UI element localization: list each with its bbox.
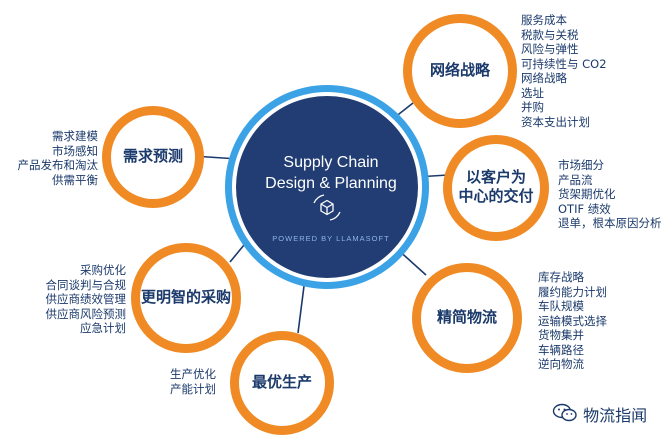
list-item: 车辆路径 <box>538 342 584 357</box>
node-customer-label-line2: 中心的交付 <box>458 187 534 205</box>
node-customer <box>443 135 549 241</box>
node-demand <box>102 106 204 208</box>
cube-icon <box>313 194 341 221</box>
list-item: 车队规模 <box>538 299 584 313</box>
list-item: 逆向物流 <box>538 357 584 371</box>
list-item: 市场感知 <box>52 143 98 158</box>
list-item: 需求建模 <box>52 129 98 143</box>
list-item: 产品流 <box>558 172 593 187</box>
node-logistics-label: 精简物流 <box>436 308 497 326</box>
watermark: 物流指闻 <box>552 403 668 427</box>
node-customer-label: 以客户为 中心的交付 <box>446 168 546 206</box>
node-network-label: 网络战略 <box>429 61 490 79</box>
list-item: 资本支出计划 <box>521 114 590 129</box>
list-item: 风险与弹性 <box>521 42 579 56</box>
wechat-icon <box>552 403 578 430</box>
node-logistics <box>412 263 522 373</box>
list-item: 应急计划 <box>80 321 126 335</box>
list-item: OTIF 绩效 <box>558 201 611 216</box>
list-item: 履约能力计划 <box>538 284 607 299</box>
list-item: 采购优化 <box>80 263 126 277</box>
center-title-line2: Design & Planning <box>265 175 397 192</box>
customer-items: 市场细分 产品流 货架期优化 OTIF 绩效 退单，根本原因分析 <box>558 158 662 231</box>
list-item: 货物集并 <box>538 328 584 342</box>
procurement-items: 采购优化 合同谈判与合规 供应商绩效管理 供应商风险预测 应急计划 <box>20 263 127 336</box>
node-procurement <box>131 243 241 353</box>
center-title-line1: Supply Chain <box>283 154 379 171</box>
list-item: 税款与关税 <box>521 27 579 42</box>
list-item: 退单，根本原因分析 <box>558 216 662 230</box>
connector-production <box>297 285 305 334</box>
list-item: 并购 <box>521 100 544 114</box>
node-production-label: 最优生产 <box>251 373 312 391</box>
list-item: 可持续性与 CO2 <box>521 56 607 71</box>
list-item: 选址 <box>521 85 544 100</box>
connector-procurement <box>229 244 245 263</box>
center-subtitle: POWERED BY LLAMASOFT <box>272 234 390 243</box>
list-item: 供应商绩效管理 <box>45 292 127 306</box>
node-procurement-label: 更明智的采购 <box>140 288 231 306</box>
network-items: 服务成本 税款与关税 风险与弹性 可持续性与 CO2 网络战略 选址 并购 资本… <box>521 13 607 129</box>
list-item: 生产优化 <box>170 367 216 381</box>
demand-items: 需求建模 市场感知 产品发布和淘汰 供需平衡 <box>6 129 99 187</box>
list-item: 市场细分 <box>558 158 604 172</box>
list-item: 服务成本 <box>521 13 567 27</box>
production-items: 生产优化 产能计划 <box>138 367 216 396</box>
node-production <box>230 331 334 435</box>
center-core <box>236 96 418 278</box>
list-item: 网络战略 <box>521 71 567 85</box>
logistics-items: 库存战略 履约能力计划 车队规模 运输模式选择 货物集并 车辆路径 逆向物流 <box>538 270 607 372</box>
list-item: 产能计划 <box>170 381 216 396</box>
center-title: Supply Chain Design & Planning <box>250 152 412 194</box>
list-item: 运输模式选择 <box>538 313 607 328</box>
list-item: 产品发布和淘汰 <box>17 158 99 172</box>
list-item: 库存战略 <box>538 270 584 284</box>
watermark-text: 物流指闻 <box>583 406 648 425</box>
list-item: 供应商风险预测 <box>45 306 127 321</box>
node-network <box>403 14 517 128</box>
node-demand-label: 需求预测 <box>122 147 183 165</box>
node-customer-label-line1: 以客户为 <box>465 168 526 186</box>
list-item: 合同谈判与合规 <box>45 277 127 292</box>
list-item: 供需平衡 <box>52 172 98 187</box>
list-item: 货架期优化 <box>558 187 616 201</box>
header-fragment <box>0 0 360 6</box>
